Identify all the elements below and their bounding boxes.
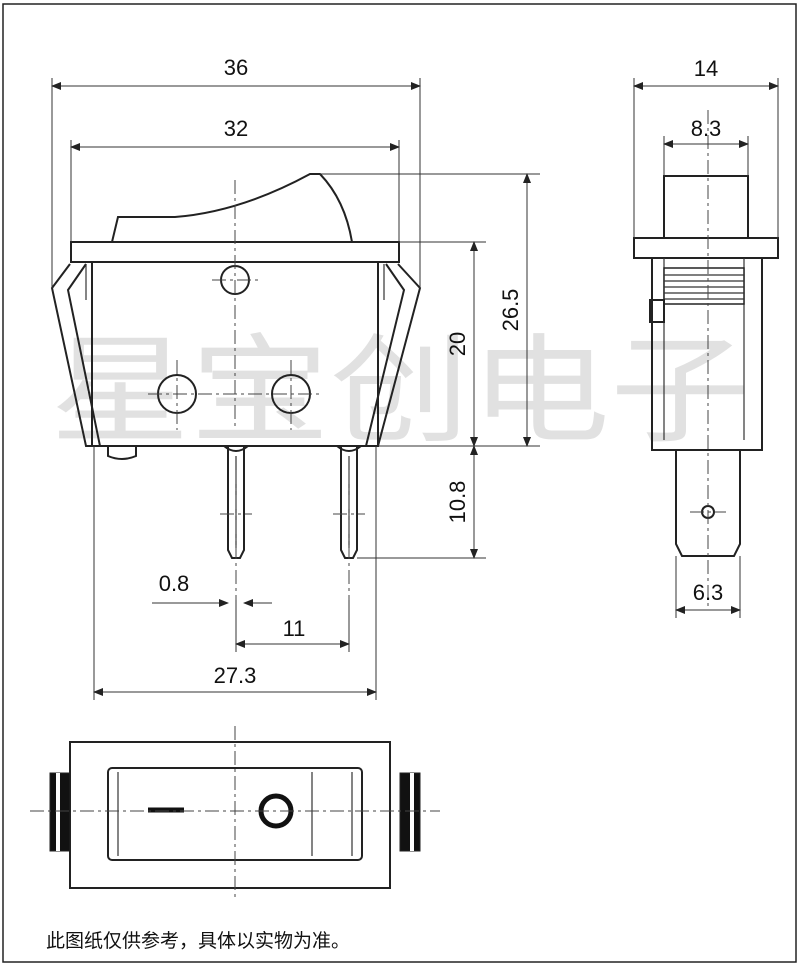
drawing-frame [2, 3, 797, 963]
disclaimer-caption: 此图纸仅供参考，具体以实物为准。 [46, 930, 351, 952]
dim-8-3: 8.3 [691, 116, 722, 141]
dim-6-3: 6.3 [693, 580, 724, 605]
top-view [30, 726, 440, 900]
dim-11: 11 [283, 616, 306, 641]
dim-20: 20 [445, 332, 470, 356]
front-dimensions: 36 32 26.5 20 10.8 0.8 11 27.3 [51, 55, 540, 700]
dim-32: 32 [224, 116, 248, 141]
side-ribs [663, 267, 745, 305]
dim-26-5: 26.5 [498, 289, 523, 332]
dim-0-8: 0.8 [159, 571, 190, 596]
watermark-text: 星宝创电子 [50, 322, 750, 460]
dim-10-8: 10.8 [445, 481, 470, 524]
dim-36: 36 [224, 55, 248, 80]
front-view [50, 173, 422, 600]
side-dimensions: 14 8.3 6.3 [633, 56, 779, 618]
dim-14: 14 [694, 56, 718, 81]
dim-27-3: 27.3 [214, 663, 257, 688]
side-view [633, 110, 779, 610]
